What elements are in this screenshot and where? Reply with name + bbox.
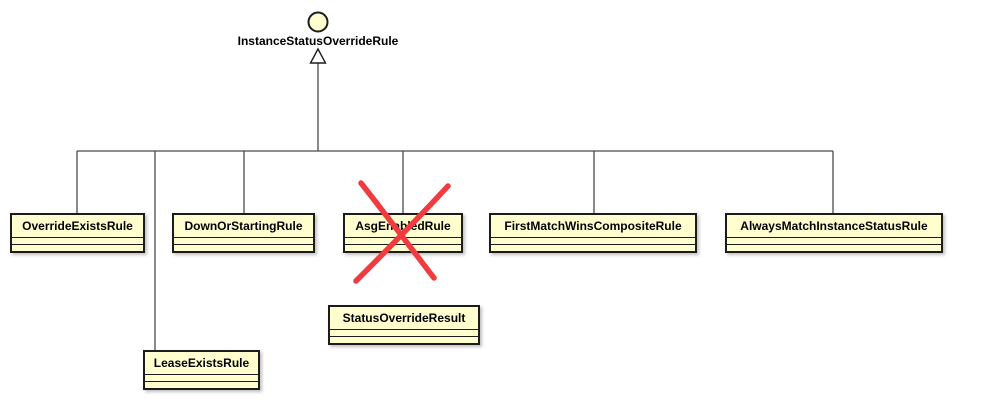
class-box-first-match-wins-composite-rule: FirstMatchWinsCompositeRule (489, 213, 697, 253)
attributes-compartment (174, 237, 313, 244)
attributes-compartment (145, 374, 258, 381)
methods-compartment (145, 381, 258, 388)
class-box-down-or-starting-rule: DownOrStartingRule (172, 213, 315, 253)
class-name: StatusOverrideResult (342, 311, 466, 325)
methods-compartment (491, 244, 695, 251)
class-name: LeaseExistsRule (153, 356, 250, 370)
methods-compartment (727, 244, 941, 251)
class-box-override-exists-rule: OverrideExistsRule (10, 213, 145, 253)
class-name: FirstMatchWinsCompositeRule (504, 219, 682, 233)
attributes-compartment (12, 237, 143, 244)
class-box-always-match-instance-status-rule: AlwaysMatchInstanceStatusRule (725, 213, 943, 253)
class-box-status-override-result: StatusOverrideResult (328, 305, 480, 345)
methods-compartment (330, 336, 478, 343)
class-box-lease-exists-rule: LeaseExistsRule (143, 350, 260, 390)
methods-compartment (174, 244, 313, 251)
methods-compartment (12, 244, 143, 251)
interface-name-label: InstanceStatusOverrideRule (237, 34, 399, 48)
attributes-compartment (491, 237, 695, 244)
class-name: AsgEnabledRule (355, 219, 451, 233)
class-name: AlwaysMatchInstanceStatusRule (740, 219, 928, 233)
attributes-compartment (330, 329, 478, 336)
generalization-triangle-icon (309, 47, 327, 64)
class-box-asg-enabled-rule: AsgEnabledRule (343, 213, 463, 253)
interface-lollipop-icon (307, 11, 329, 33)
attributes-compartment (345, 237, 461, 244)
class-name: DownOrStartingRule (184, 219, 303, 233)
class-name: OverrideExistsRule (22, 219, 133, 233)
methods-compartment (345, 244, 461, 251)
attributes-compartment (727, 237, 941, 244)
